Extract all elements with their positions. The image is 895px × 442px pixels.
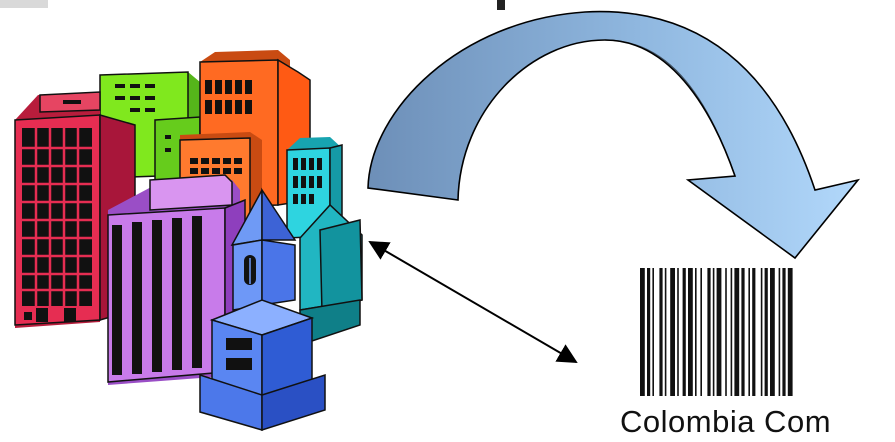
barcode-bar: [695, 268, 697, 396]
city-buildings-icon: [15, 50, 362, 430]
barcode-bar: [677, 268, 679, 396]
barcode-bar: [665, 268, 667, 396]
barcode-bar: [700, 268, 702, 396]
barcode-caption: Colombia Com: [620, 402, 895, 442]
barcode-bar: [731, 268, 733, 396]
barcode-bar: [670, 268, 675, 396]
barcode-bar: [652, 268, 654, 396]
barcode-icon: [640, 268, 793, 396]
curved-arrow-icon: [368, 12, 858, 258]
corner-fragment-icon: [0, 0, 48, 8]
barcode-bar: [741, 268, 744, 396]
barcode-bar: [734, 268, 739, 396]
barcode-bar: [725, 268, 727, 396]
barcode-bar: [748, 268, 750, 396]
barcode-bar: [640, 268, 645, 396]
barcode-bar: [788, 268, 793, 396]
barcode-bar: [717, 268, 722, 396]
barcode-bar: [659, 268, 662, 396]
barcode-bar: [770, 268, 775, 396]
barcode-bar: [707, 268, 710, 396]
top-fragment-mark: [497, 0, 505, 10]
barcode-bar: [761, 268, 763, 396]
barcode-bar: [647, 268, 650, 396]
barcode-bar: [683, 268, 686, 396]
barcode-bar: [713, 268, 715, 396]
barcode-bar: [779, 268, 781, 396]
barcode-bar: [765, 268, 768, 396]
barcode-bar: [752, 268, 755, 396]
barcode-bar: [688, 268, 693, 396]
double-headed-arrow-icon: [370, 242, 576, 362]
barcode-bar: [782, 268, 785, 396]
